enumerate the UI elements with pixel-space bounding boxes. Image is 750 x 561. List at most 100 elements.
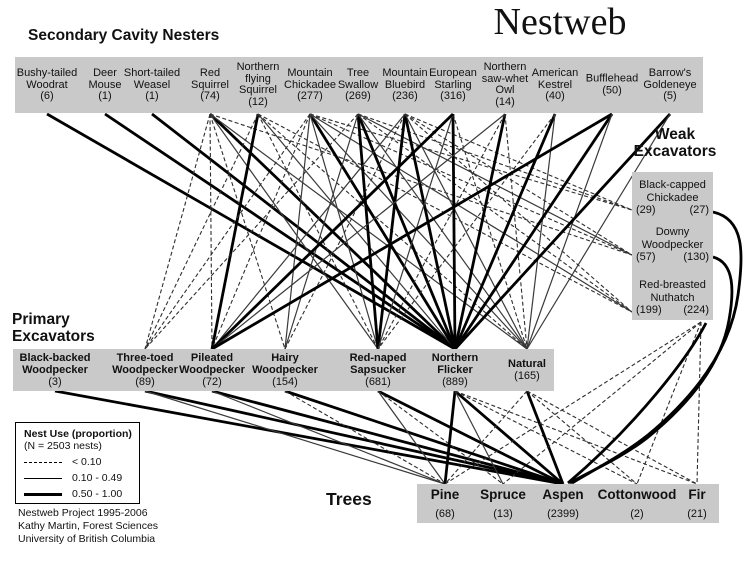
- node-spruce: Spruce (13): [480, 486, 526, 520]
- legend-subtitle: (N = 2503 nests): [24, 440, 102, 452]
- edge: [144, 113, 311, 350]
- count-nester: (29): [636, 204, 656, 216]
- edge: [211, 113, 506, 350]
- edge: [377, 113, 556, 350]
- edge: [211, 113, 406, 350]
- node-flyingsquirrel: Northern flying Squirrel (12): [236, 61, 280, 108]
- legend-title: Nest Use (proportion): [24, 428, 132, 440]
- edge: [404, 113, 633, 256]
- edge: [308, 113, 457, 350]
- node-woodrat: Bushy-tailed Woodrat (6): [16, 66, 78, 102]
- dashed-line-sample: [24, 461, 62, 463]
- edge: [104, 112, 456, 351]
- edge: [526, 113, 556, 350]
- node-eurostarling: European Starling (316): [429, 66, 477, 102]
- thin-line-sample: [24, 477, 62, 479]
- edge: [526, 113, 613, 350]
- edge: [377, 390, 446, 485]
- legend-entry-thick: 0.50 - 1.00: [24, 488, 133, 500]
- edge: [444, 390, 528, 485]
- edge: [309, 113, 379, 350]
- edge: [454, 390, 698, 485]
- count-nester: (57): [636, 251, 656, 263]
- node-goldeneye: Barrow's Goldeneye (5): [643, 66, 697, 102]
- edge: [209, 113, 379, 350]
- section-title-weak-excavators: Weak Excavators: [633, 126, 717, 160]
- credit-line: Nestweb Project 1995-2006: [18, 507, 148, 519]
- node-pine: Pine (68): [430, 486, 460, 520]
- edge: [376, 113, 407, 350]
- edge: [525, 390, 565, 485]
- edge: [54, 389, 564, 486]
- edge: [210, 113, 260, 350]
- edge: [284, 389, 564, 486]
- edge: [454, 389, 564, 486]
- legend-entry-thin: 0.10 - 0.49: [24, 472, 133, 484]
- node-flicker: Northern Flicker (889): [431, 352, 479, 388]
- edge: [452, 113, 528, 350]
- node-aspen: Aspen (2399): [542, 486, 584, 520]
- edge: [284, 390, 446, 485]
- node-mtnbluebird: Mountain Bluebird (236): [382, 66, 428, 102]
- edge-rbnuthatch-right-to-aspen: [567, 322, 708, 485]
- count-excavator: (27): [689, 204, 709, 216]
- edge-downy-right-to-aspen: [569, 255, 734, 485]
- edge: [454, 390, 638, 485]
- edge: [211, 390, 446, 485]
- node-bcchickadee: Black-capped Chickadee(29)(27): [636, 179, 709, 216]
- section-title-secondary-cavity-nesters: Secondary Cavity Nesters: [28, 27, 220, 44]
- section-title-trees: Trees: [326, 489, 372, 509]
- edge: [309, 113, 633, 313]
- edge: [284, 113, 311, 350]
- node-fir: Fir (21): [687, 486, 707, 520]
- node-threetoed: Three-toed Woodpecker (89): [112, 352, 178, 388]
- node-natural: Natural (165): [508, 358, 546, 382]
- edge: [211, 389, 564, 486]
- edge: [209, 113, 286, 350]
- edge: [144, 390, 446, 485]
- node-sawwhetowl: Northern saw-whet Owl (14): [481, 61, 529, 108]
- edge: [211, 112, 613, 351]
- edge: [454, 390, 504, 485]
- edge: [151, 112, 456, 351]
- edge: [453, 113, 557, 350]
- edge: [257, 113, 379, 350]
- edge: [451, 113, 457, 350]
- weak-excavators-box: Black-capped Chickadee(29)(27)Downy Wood…: [632, 172, 713, 320]
- count-nester: (199): [636, 304, 662, 316]
- edge: [357, 113, 528, 350]
- edge: [526, 390, 638, 485]
- node-deermouse: Deer Mouse (1): [88, 66, 122, 102]
- edge: [309, 113, 633, 211]
- edge: [209, 113, 213, 350]
- edge: [284, 113, 406, 350]
- node-hairy: Hairy Woodpecker (154): [252, 352, 318, 388]
- node-rbnuthatch: Red-breasted Nuthatch(199)(224): [636, 279, 709, 316]
- node-weasel: Short-tailed Weasel (1): [123, 66, 181, 102]
- legend: Nest Use (proportion) (N = 2503 nests) <…: [15, 422, 140, 504]
- edge: [504, 113, 528, 350]
- secondary-cavity-nesters-bar: Bushy-tailed Woodrat (6) Deer Mouse (1)Sh…: [15, 57, 703, 113]
- credit-line: Kathy Martin, Forest Sciences: [18, 520, 159, 532]
- edge: [356, 113, 380, 350]
- edge: [377, 113, 454, 350]
- edge: [144, 113, 359, 350]
- edge: [144, 113, 211, 350]
- edge: [696, 321, 702, 485]
- node-mtnchickadee: Mountain Chickadee (277): [284, 66, 336, 102]
- figure-title: Nestweb: [493, 1, 627, 43]
- legend-entry-dashed: < 0.10: [24, 456, 133, 468]
- node-downy: Downy Woodpecker(57)(130): [636, 226, 709, 263]
- node-amkestrel: American Kestrel (40): [531, 66, 579, 102]
- count-excavator: (224): [683, 304, 709, 316]
- edge: [377, 390, 504, 485]
- node-bufflehead: Bufflehead (50): [585, 72, 639, 96]
- edge: [526, 390, 698, 485]
- edge: [284, 113, 359, 350]
- edge: [211, 112, 454, 351]
- node-pileated: Pileated Woodpecker (72): [179, 352, 245, 388]
- edge: [453, 113, 672, 350]
- edge: [356, 113, 457, 350]
- node-treeswallow: Tree Swallow (269): [337, 66, 379, 102]
